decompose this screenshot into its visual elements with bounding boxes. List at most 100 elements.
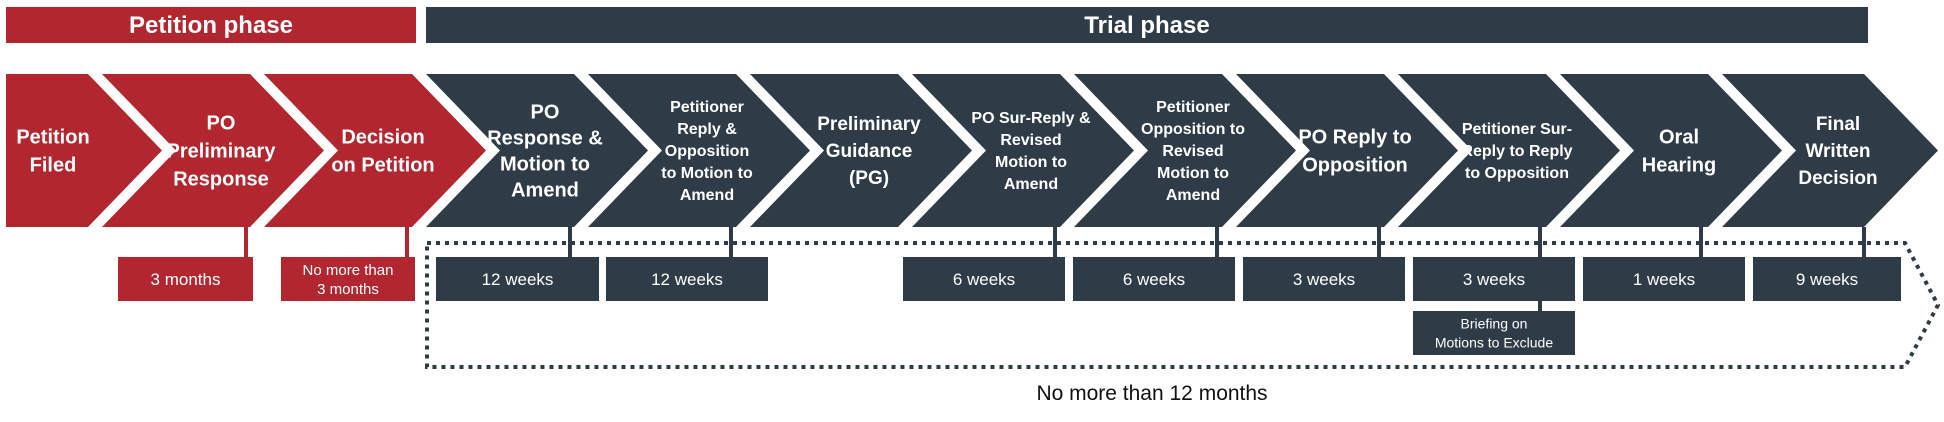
step-label-po-reply-to-opposition-line: PO Reply to [1298, 127, 1411, 149]
step-label-po-response-motion-amend-line: Motion to [500, 154, 590, 176]
step-arrow-po-response-motion-amend [426, 74, 648, 227]
duration-label-1-weeks-line: 1 weeks [1633, 270, 1695, 289]
duration-label-6-weeks-b-line: 6 weeks [1123, 270, 1185, 289]
duration-box-12-weeks-a [436, 257, 599, 301]
duration-box-1-weeks [1583, 257, 1745, 301]
step-label-po-response-motion-amend-line: PO [531, 102, 560, 124]
step-label-po-sur-reply-revised-motion-line: Motion to [995, 154, 1067, 171]
duration-label-12-weeks-b: 12 weeks [651, 270, 723, 289]
step-label-po-sur-reply-revised-motion-line: Amend [1004, 176, 1058, 193]
step-label-petitioner-sur-reply-opposition-line: Reply to Reply [1461, 143, 1572, 160]
step-label-final-written-decision-line: Written [1805, 141, 1870, 162]
step-label-po-response-motion-amend: PO Response & Motion to Amend [487, 102, 603, 202]
duration-box-12-weeks-b [606, 257, 768, 301]
step-arrow-po-sur-reply-revised-motion [912, 74, 1134, 227]
duration-label-3-weeks-a-line: 3 weeks [1293, 270, 1355, 289]
duration-label-6-weeks-a: 6 weeks [953, 270, 1015, 289]
step-label-oral-hearing-line: Hearing [1642, 155, 1716, 177]
step-arrow-petitioner-sur-reply-opposition [1398, 74, 1620, 227]
duration-label-no-more-than-3-months: No more than 3 months [303, 262, 394, 298]
briefing-label-line: Motions to Exclude [1435, 334, 1553, 350]
step-label-petitioner-opposition-revised-motion-line: Petitioner [1156, 99, 1230, 116]
step-label-petitioner-reply-opposition-line: Reply & [677, 121, 737, 138]
step-label-petitioner-reply-opposition-line: to Motion to [661, 165, 753, 182]
duration-box-3-weeks-a [1243, 257, 1405, 301]
connectors [244, 227, 1866, 311]
duration-box-9-weeks [1753, 257, 1901, 301]
phase-banners: Petition phase Trial phase [6, 7, 1868, 43]
step-arrow-final-written-decision [1722, 74, 1938, 227]
step-label-petition-filed-line: Filed [30, 155, 77, 177]
step-arrow-po-preliminary-response [102, 74, 324, 227]
step-label-po-reply-to-opposition: PO Reply to Opposition [1298, 127, 1411, 177]
duration-label-3-weeks-b-line: 3 weeks [1463, 270, 1525, 289]
step-label-petitioner-sur-reply-opposition-line: Petitioner Sur- [1462, 121, 1572, 138]
step-label-petitioner-opposition-revised-motion-line: Amend [1166, 187, 1220, 204]
duration-box-no-more-than-3-months [281, 257, 415, 301]
duration-box-3-weeks-b [1413, 257, 1575, 301]
duration-label-9-weeks-line: 9 weeks [1796, 270, 1858, 289]
duration-label-12-weeks-b-line: 12 weeks [651, 270, 723, 289]
duration-label-3-weeks-a: 3 weeks [1293, 270, 1355, 289]
step-label-final-written-decision-line: Decision [1798, 168, 1877, 189]
duration-label-12-weeks-a: 12 weeks [482, 270, 554, 289]
step-label-petitioner-opposition-revised-motion-line: Revised [1162, 143, 1223, 160]
step-label-preliminary-guidance-line: Guidance [826, 141, 913, 162]
duration-box-6-weeks-a [903, 257, 1065, 301]
step-arrow-petitioner-reply-opposition [588, 74, 810, 227]
step-arrow-petitioner-opposition-revised-motion [1074, 74, 1296, 227]
briefing-label: Briefing on Motions to Exclude [1435, 315, 1553, 350]
duration-label-12-weeks-a-line: 12 weeks [482, 270, 554, 289]
step-label-petition-filed-line: Petition [16, 127, 89, 149]
duration-label-3-months-line: 3 months [151, 270, 221, 289]
step-label-final-written-decision-line: Final [1816, 114, 1860, 135]
duration-label-9-weeks: 9 weeks [1796, 270, 1858, 289]
step-label-po-response-motion-amend-line: Amend [511, 180, 579, 202]
step-label-po-preliminary-response-line: PO [207, 113, 236, 135]
step-label-po-reply-to-opposition-line: Opposition [1302, 155, 1408, 177]
trial-phase-label: Trial phase [1084, 12, 1209, 39]
step-label-oral-hearing-line: Oral [1659, 127, 1699, 149]
duration-box-3-months [118, 257, 253, 301]
step-label-po-preliminary-response-line: Response [173, 169, 269, 191]
petition-phase-label: Petition phase [129, 12, 293, 39]
duration-label-3-months: 3 months [151, 270, 221, 289]
step-label-petitioner-opposition-revised-motion-line: Motion to [1157, 165, 1229, 182]
briefing-box [1413, 311, 1575, 355]
step-label-petitioner-opposition-revised-motion-line: Opposition to [1141, 121, 1245, 138]
duration-label-6-weeks-a-line: 6 weeks [953, 270, 1015, 289]
duration-boxes: 3 months No more than 3 months 12 weeks 12 w… [118, 257, 1901, 301]
sub-note: Briefing on Motions to Exclude [1413, 311, 1575, 355]
petition-phase-banner [6, 7, 416, 43]
step-label-po-sur-reply-revised-motion-line: Revised [1000, 132, 1061, 149]
briefing-label-line: Briefing on [1461, 315, 1528, 331]
duration-label-3-weeks-b: 3 weeks [1463, 270, 1525, 289]
step-label-preliminary-guidance-line: Preliminary [817, 114, 921, 135]
step-arrow-oral-hearing [1560, 74, 1782, 227]
step-label-petitioner-reply-opposition-line: Petitioner [670, 99, 744, 116]
step-label-preliminary-guidance-line: (PG) [849, 168, 889, 189]
trial-phase-banner [426, 7, 1868, 43]
step-arrow-decision-on-petition [264, 74, 486, 227]
overall-duration-label: No more than 12 months [1036, 382, 1267, 405]
step-label-petitioner-reply-opposition-line: Amend [680, 187, 734, 204]
duration-label-no-more-than-3-months-line: 3 months [317, 281, 379, 298]
duration-label-no-more-than-3-months-line: No more than [303, 262, 394, 279]
step-arrow-petition-filed [6, 74, 162, 227]
step-arrow-po-reply-to-opposition [1236, 74, 1458, 227]
step-label-po-response-motion-amend-line: Response & [487, 128, 603, 150]
duration-label-1-weeks: 1 weeks [1633, 270, 1695, 289]
duration-label-6-weeks-b: 6 weeks [1123, 270, 1185, 289]
step-label-petitioner-reply-opposition-line: Opposition [665, 143, 749, 160]
